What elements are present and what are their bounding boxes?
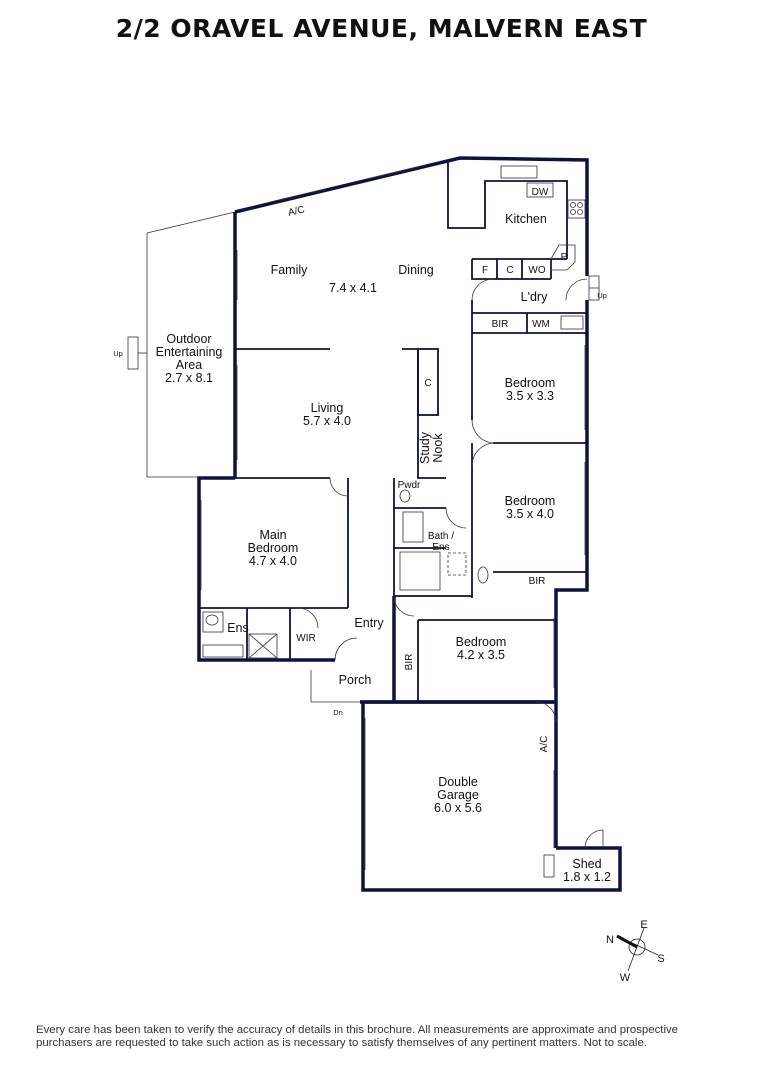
study-label-1: Study xyxy=(418,431,432,464)
room-labels: Family 7.4 x 4.1 Dining Kitchen L'dry Ou… xyxy=(156,212,611,884)
bedroom3-bir-label: BIR xyxy=(529,576,546,587)
main-bedroom-label-2: Bedroom xyxy=(248,541,299,555)
bedroom3-dims: 3.5 x 4.0 xyxy=(506,507,554,521)
kitchen-label: Kitchen xyxy=(505,212,547,226)
family-ac-label: A/C xyxy=(287,204,306,218)
shed-walls xyxy=(556,829,622,892)
compass-e: E xyxy=(640,919,647,931)
main-bedroom-dims: 4.7 x 4.0 xyxy=(249,554,297,568)
outdoor-area-outline xyxy=(127,211,236,478)
outdoor-label-2: Entertaining xyxy=(156,345,223,359)
porch-label: Porch xyxy=(339,673,372,687)
door-swings xyxy=(297,278,588,723)
garage-label-2: Garage xyxy=(437,788,479,802)
porch-down-label: Dn xyxy=(333,708,343,717)
fixture-labels: DW P F C WO BIR WM C BIR BIR A/C A/C Up … xyxy=(113,187,607,752)
wall-oven-label: WO xyxy=(528,265,545,276)
outdoor-dims: 2.7 x 8.1 xyxy=(165,371,213,385)
main-bedroom-label-1: Main xyxy=(259,528,286,542)
family-label: Family xyxy=(271,263,309,277)
garage-label-1: Double xyxy=(438,775,478,789)
bedroom4-bir-label: BIR xyxy=(404,654,415,671)
shed-dims: 1.8 x 1.2 xyxy=(563,870,611,884)
wir-label: WIR xyxy=(296,633,315,644)
shed-label: Shed xyxy=(572,857,601,871)
pantry-label: P xyxy=(561,252,568,263)
bedroom2-dims: 3.5 x 3.3 xyxy=(506,389,554,403)
fridge-label: F xyxy=(482,265,488,276)
washing-machine-label: WM xyxy=(532,319,550,330)
living-dims: 5.7 x 4.0 xyxy=(303,414,351,428)
fixtures xyxy=(202,165,600,878)
bedroom4-dims: 4.2 x 3.5 xyxy=(457,648,505,662)
entry-label: Entry xyxy=(354,616,384,630)
outdoor-label-1: Outdoor xyxy=(166,332,211,346)
interior-walls xyxy=(199,160,587,703)
dining-label: Dining xyxy=(398,263,433,277)
compass-w: W xyxy=(620,972,631,984)
laundry-bir-label: BIR xyxy=(492,319,509,330)
compass-s: S xyxy=(657,953,664,965)
bedroom4-label: Bedroom xyxy=(456,635,507,649)
outdoor-up-label: Up xyxy=(113,349,123,358)
bedroom3-label: Bedroom xyxy=(505,494,556,508)
laundry-up-label: Up xyxy=(597,291,607,300)
dishwasher-label: DW xyxy=(532,187,549,198)
family-dims: 7.4 x 4.1 xyxy=(329,281,377,295)
bath-label-1: Bath / xyxy=(428,531,454,542)
bath-label-2: Ens xyxy=(432,542,449,553)
garage-ac-label: A/C xyxy=(539,736,550,753)
ensuite-label: Ens xyxy=(227,621,249,635)
living-label: Living xyxy=(311,401,344,415)
floor-plan: Family 7.4 x 4.1 Dining Kitchen L'dry Ou… xyxy=(113,156,665,984)
study-cupboard-label: C xyxy=(424,378,431,389)
powder-label: Pwdr xyxy=(398,480,421,491)
compass-icon: N E S W xyxy=(606,919,665,984)
windows xyxy=(200,164,586,870)
laundry-label: L'dry xyxy=(521,290,548,304)
page-title: 2/2 ORAVEL AVENUE, MALVERN EAST xyxy=(115,14,648,43)
compass-n: N xyxy=(606,934,614,946)
cupboard-label: C xyxy=(506,265,513,276)
disclaimer: Every care has been taken to verify the … xyxy=(36,1024,679,1049)
garage-dims: 6.0 x 5.6 xyxy=(434,801,482,815)
outdoor-label-3: Area xyxy=(176,358,202,372)
study-label-2: Nook xyxy=(431,433,445,463)
bedroom2-label: Bedroom xyxy=(505,376,556,390)
